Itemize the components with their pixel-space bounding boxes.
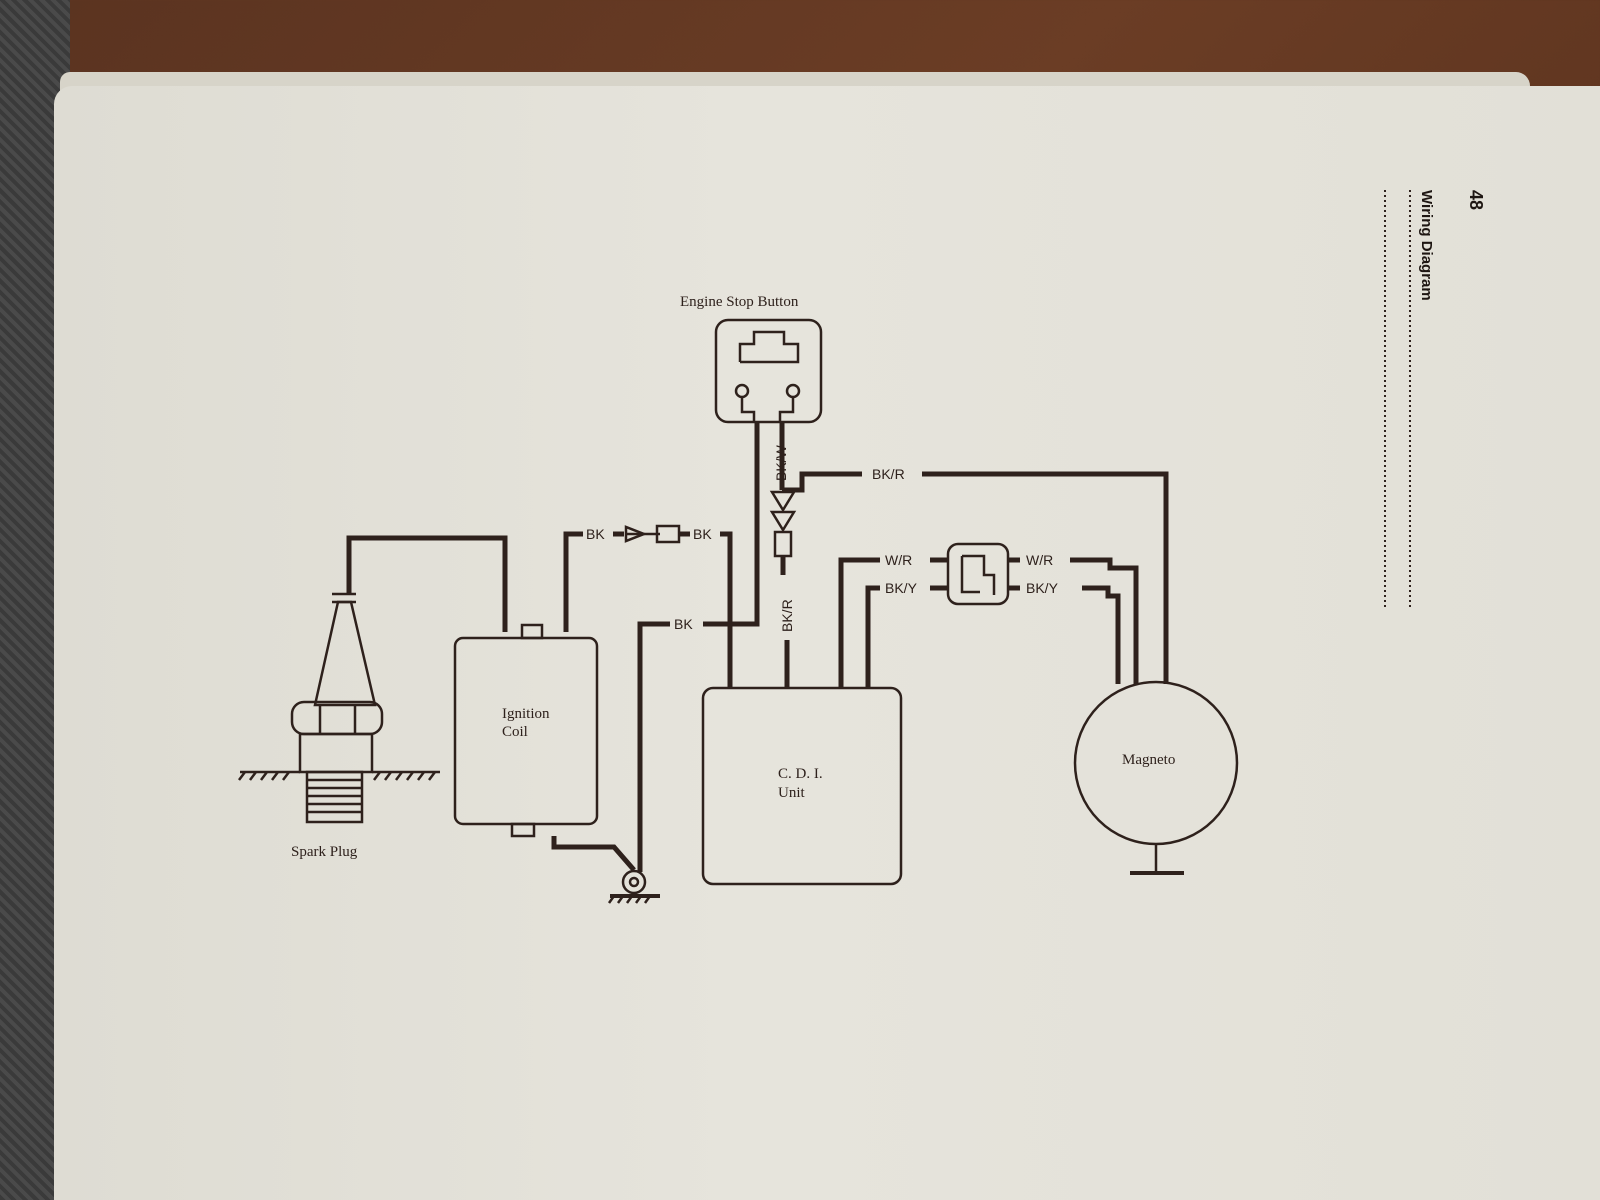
wire-label-bk-y-right: BK/Y (1026, 580, 1059, 596)
wire-label-bk-r-top: BK/R (872, 466, 905, 482)
ignition-coil-label-1: Ignition (502, 706, 550, 722)
magneto-ground (1130, 844, 1184, 875)
wire-label-bk-y-left: BK/Y (885, 580, 918, 596)
coil-ground-wire (551, 836, 636, 872)
wire-label-bk-right: BK (693, 526, 712, 542)
wire-label-w-r-right: W/R (1026, 552, 1053, 568)
coil-ground (607, 869, 660, 904)
cdi-bk-wire (720, 531, 733, 688)
wire-label-w-r-left: W/R (885, 552, 912, 568)
spark-plug-label: Spark Plug (291, 844, 358, 860)
cdi-w-r-wire (838, 557, 880, 688)
wire-label-bk-w: BK/W (773, 444, 789, 481)
cdi-bk-y-wire (865, 585, 880, 688)
magneto-bk-y-wire (1082, 585, 1121, 684)
high-tension-lead (346, 535, 508, 632)
magneto-label: Magneto (1122, 752, 1175, 768)
page-number: 48 (1466, 190, 1486, 210)
ignition-coil-label-2: Coil (502, 724, 528, 740)
engine-stop-button (714, 318, 823, 424)
wire-label-bk-ground: BK (674, 616, 693, 632)
cdi-unit (701, 686, 903, 886)
wire-label-bk-left: BK (586, 526, 605, 542)
bk-r-upper-wire (782, 471, 862, 493)
page-header: 48 Wiring Diagram (1384, 190, 1486, 610)
cdi-unit-label-2: Unit (778, 785, 806, 801)
spark-plug (238, 592, 440, 824)
engine-stop-button-label: Engine Stop Button (680, 294, 799, 310)
cdi-unit-label-1: C. D. I. (778, 766, 823, 782)
magneto-coupler (930, 542, 1020, 606)
magneto-bk-r-wire (922, 471, 1169, 684)
diode-connector (624, 524, 690, 544)
ground-bk-wire (637, 621, 670, 872)
wire-label-bk-r-vertical: BK/R (779, 599, 795, 632)
coil-primary-wire (563, 531, 583, 632)
section-title: Wiring Diagram (1418, 190, 1435, 301)
manual-page (54, 86, 1600, 1200)
magneto-w-r-wire (1070, 557, 1139, 684)
stop-button-bk-w-wire (703, 422, 760, 627)
ignition-coil (453, 623, 599, 838)
